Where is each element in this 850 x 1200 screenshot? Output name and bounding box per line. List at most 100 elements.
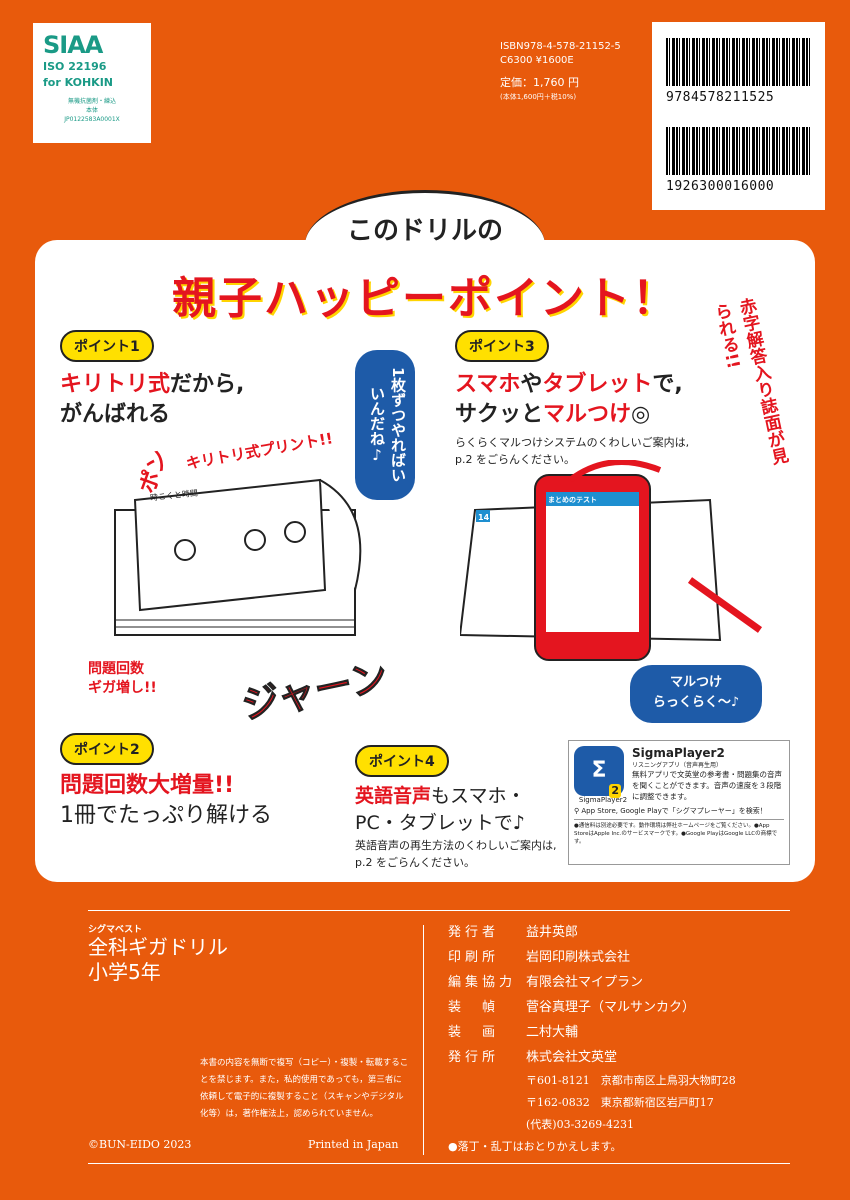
- credit-name: 菅谷真理子（マルサンカク）: [526, 1000, 696, 1015]
- point-desc2: p.2 をごらんください。: [355, 856, 475, 869]
- credit-name: 益井英郎: [526, 925, 579, 940]
- giga-line2: ギガ増し!!: [88, 680, 157, 696]
- credit-role: 編集協力: [448, 975, 517, 990]
- phone-scoring-illustration: [460, 460, 763, 661]
- app-name: SigmaPlayer2: [632, 746, 725, 760]
- rakucho-note: ●落丁・乱丁はおとりかえします。: [448, 1140, 622, 1153]
- panel-headline: 親子ハッピーポイント！: [172, 273, 678, 324]
- address: 〒601-8121 京都市南区上鳥羽大物町28: [526, 1074, 736, 1087]
- credit-row: 印刷所 岩岡印刷株式会社: [448, 945, 736, 970]
- siaa-mark: SIAA ISO 22196 for KOHKIN 無機抗菌剤・練込本体 JP01…: [33, 23, 151, 143]
- point-2: ポイント2 問題回数大増量!! 1冊でたっぷり解ける: [60, 733, 272, 831]
- title-red: マルつけ: [543, 402, 632, 427]
- credit-role: 発行所: [448, 1050, 500, 1065]
- siaa-line: JP0122583A0001X: [64, 116, 120, 123]
- giga-label: 問題回数ギガ増し!!: [88, 660, 157, 698]
- credit-name: 株式会社文英堂: [526, 1050, 618, 1065]
- credit-role: 発行者: [448, 925, 500, 940]
- title-text: サクッと: [455, 402, 544, 427]
- title-red: 英語音声: [355, 785, 432, 807]
- point-badge: ポイント4: [355, 745, 449, 777]
- book-title-block: シグマベスト 全科ギガドリル 小学5年: [88, 922, 228, 985]
- barcode-box: 9784578211525 1926300016000: [652, 22, 825, 210]
- address: 〒162-0832 東京都新宿区岩戸町17: [526, 1096, 714, 1109]
- credit-role: 装 幀: [448, 1000, 500, 1015]
- barcode-1: [666, 38, 811, 86]
- title-text: ◎: [631, 402, 651, 427]
- credit-name: 有限会社マイプラン: [526, 975, 644, 990]
- phone: (代表)03-3269-4231: [526, 1118, 635, 1131]
- credit-row: 発行所 株式会社文英堂: [448, 1045, 736, 1070]
- title-red: スマホ: [455, 372, 521, 397]
- credit-row: 装 画 二村大輔: [448, 1020, 736, 1045]
- barcode-number-1: 9784578211525: [666, 90, 775, 105]
- isbn: ISBN978-4-578-21152-5: [500, 41, 621, 52]
- bubble-line2: らっくらく〜♪: [652, 695, 740, 710]
- app-desc: 無料アプリで文英堂の参考書・問題集の音声を聞くことができます。音声の速度を３段階…: [632, 770, 782, 801]
- point-line2: 1冊でたっぷり解ける: [60, 803, 272, 828]
- siaa-for: for KOHKIN: [43, 76, 114, 89]
- search-icon: ⚲: [574, 807, 582, 815]
- phone-screen-title: まとめのテスト: [548, 496, 597, 504]
- siaa-line: 本体: [85, 107, 98, 114]
- drill-book-illustration: [114, 478, 362, 636]
- divider-vertical: [423, 925, 424, 1155]
- icon-label: SigmaPlayer2: [578, 796, 628, 804]
- app-search: App Store, Google Playで「シグマプレーヤー」を検索！: [581, 807, 767, 815]
- printed-in: Printed in Japan: [308, 1138, 399, 1151]
- siaa-logo: SIAA: [43, 31, 103, 59]
- book-title: 全科ギガドリル: [88, 935, 228, 959]
- point-badge: ポイント3: [455, 330, 549, 362]
- marutsuke-bubble: マルつけらっくらく〜♪: [630, 665, 762, 723]
- credit-name: 二村大輔: [526, 1025, 579, 1040]
- divider-bottom: [88, 1163, 790, 1164]
- title-text: で,: [652, 372, 683, 397]
- point-title-red: キリトリ式: [60, 372, 171, 397]
- barcode-number-2: 1926300016000: [666, 179, 775, 194]
- point-title: だから,: [170, 372, 245, 397]
- point-desc2: p.2 をごらんください。: [455, 453, 575, 466]
- title-red: タブレット: [542, 372, 653, 397]
- price-tax: (本体1,600円＋税10%): [500, 93, 577, 101]
- point-3: ポイント3 スマホやタブレットで, サクッとマルつけ◎ らくらくマルつけシステム…: [455, 330, 689, 468]
- c-code: C6300 ¥1600E: [500, 55, 574, 66]
- bubble-line1: マルつけ: [669, 675, 722, 690]
- price: 定価：1,760 円: [500, 76, 579, 89]
- barcode-2: [666, 127, 811, 175]
- app-note: ●通信料は別途必要です。動作環境は弊社ホームページをご覧ください。●App St…: [574, 823, 778, 845]
- isbn-block: ISBN978-4-578-21152-5 C6300 ¥1600E 定価：1,…: [500, 40, 621, 104]
- title-text: もスマホ・: [431, 785, 526, 807]
- point-title-red: 問題回数大増量!!: [60, 773, 235, 798]
- point-line2: PC・タブレットで♪: [355, 812, 525, 834]
- point-1: ポイント1 キリトリ式だから, がんばれる: [60, 330, 244, 430]
- point-4: ポイント4 英語音声もスマホ・ PC・タブレットで♪ 英語音声の再生方法のくわし…: [355, 745, 557, 871]
- credit-role: 印刷所: [448, 950, 500, 965]
- page-number: 14: [478, 513, 490, 522]
- point-line2: がんばれる: [60, 402, 171, 427]
- point-badge: ポイント1: [60, 330, 154, 362]
- siaa-iso: ISO 22196: [43, 60, 107, 73]
- credit-row: 発行者 益井英郎: [448, 920, 736, 945]
- copyright-notice: 本書の内容を無断で複写（コピー）・複製・転載することを禁じます。また，私的使用で…: [200, 1058, 409, 1119]
- credits: 発行者 益井英郎 印刷所 岩岡印刷株式会社 編集協力有限会社マイプラン 装 幀 菅谷真…: [448, 920, 736, 1136]
- siaa-line: 無機抗菌剤・練込: [67, 98, 116, 105]
- point-badge: ポイント2: [60, 733, 154, 765]
- series-name: シグマベスト: [88, 925, 143, 935]
- book-grade: 小学5年: [88, 960, 161, 984]
- copyright: ©BUN-EIDO 2023: [88, 1138, 192, 1151]
- app-sub: リスニングアプリ（音声再生用）: [632, 762, 723, 769]
- point-desc: 英語音声の再生方法のくわしいご案内は,: [355, 839, 557, 852]
- icon-badge: 2: [609, 784, 621, 798]
- divider-top: [88, 910, 790, 911]
- speech-bubble: 1枚ずつやればいいんだね♪: [355, 350, 415, 500]
- giga-line1: 問題回数: [88, 661, 144, 677]
- credit-row: 装 幀 菅谷真理子（マルサンカク）: [448, 995, 736, 1020]
- credit-role: 装 画: [448, 1025, 500, 1040]
- title-text: や: [520, 372, 543, 397]
- panel-intro: このドリルの: [346, 216, 503, 246]
- credit-name: 岩岡印刷株式会社: [526, 950, 631, 965]
- credit-row: 編集協力有限会社マイプラン: [448, 970, 736, 995]
- point-desc: らくらくマルつけシステムのくわしいご案内は,: [455, 436, 690, 449]
